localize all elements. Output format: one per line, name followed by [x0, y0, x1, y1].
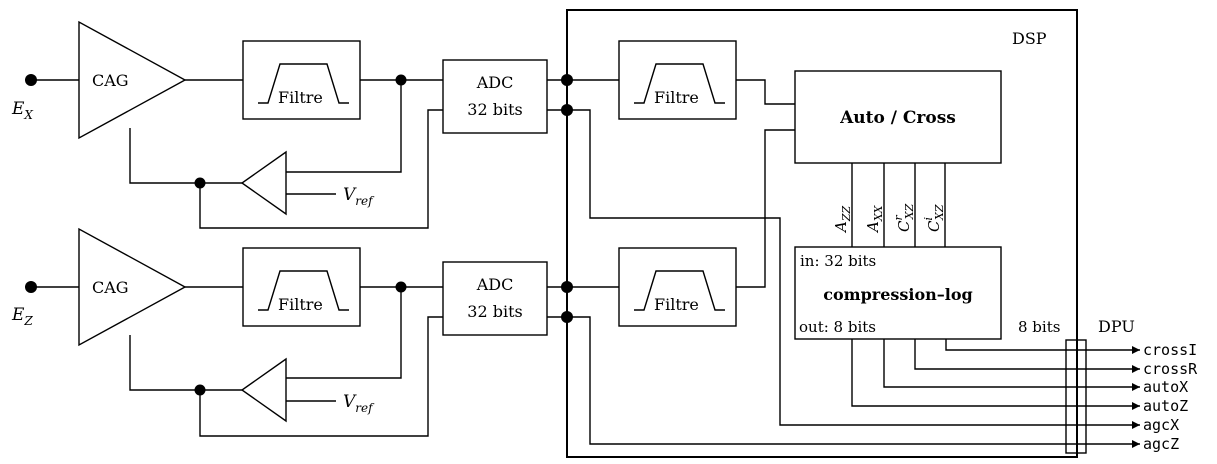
agc-label-x: CAG — [92, 71, 129, 90]
adc-label-x: ADC — [476, 73, 514, 92]
signal-crossI — [945, 339, 1140, 354]
channel-label-axx: AXX — [864, 204, 885, 234]
filter-box-x — [242, 40, 361, 120]
agc-label-z: CAG — [92, 278, 129, 297]
signal-agcX — [567, 109, 1140, 429]
vref-label-z: Vref — [343, 392, 375, 415]
input-label-x: EX — [11, 99, 33, 122]
channel-label-ci-xz: CiXZ — [922, 204, 946, 232]
dsp-filter-box-x — [618, 40, 737, 120]
channel-label-cr-xz: CrXZ — [892, 203, 916, 232]
signal-autoX — [883, 339, 1140, 391]
filter-icon — [634, 63, 725, 104]
channel-x: EX CAG Filtre ADC 32 bits Vref — [11, 20, 619, 229]
input-terminal-x — [25, 74, 37, 86]
compression-in-label: in: 32 bits — [800, 252, 876, 270]
input-terminal-z — [25, 281, 37, 293]
compression-block — [794, 246, 1002, 340]
signal-agcZ — [567, 316, 1140, 448]
dsp-filter-label-z: Filtre — [654, 295, 699, 314]
output-label-crossR: crossR — [1143, 360, 1198, 378]
channel-label-azz: AZZ — [832, 206, 853, 234]
compression-title: compression–log — [823, 285, 972, 304]
vref-label-x: Vref — [343, 185, 375, 208]
adc-bits-x: 32 bits — [467, 100, 522, 119]
filter-icon — [258, 63, 349, 104]
output-label-crossI: crossI — [1143, 341, 1197, 359]
signal-crossR — [914, 339, 1140, 373]
dpu-connector — [1065, 339, 1087, 454]
auto-cross-block — [794, 70, 1002, 164]
filter-icon — [634, 270, 725, 311]
filter-box-z — [242, 247, 361, 327]
adc-box-z — [442, 261, 548, 336]
filter-label-x: Filtre — [278, 88, 323, 107]
adc-box-x — [442, 59, 548, 134]
agc-amplifier-z — [78, 227, 187, 347]
dsp-title: DSP — [1012, 29, 1047, 48]
input-label-z: EZ — [11, 305, 33, 328]
output-label-autoX: autoX — [1143, 378, 1188, 396]
filter-label-z: Filtre — [278, 295, 323, 314]
bus-width-label: 8 bits — [1018, 318, 1060, 336]
channel-z: EZ CAG Filtre ADC 32 bits Vref — [11, 227, 619, 437]
dsp-boundary — [566, 9, 1078, 458]
agc-amplifier-x — [78, 20, 187, 140]
filter-icon — [258, 270, 349, 311]
dpu-title: DPU — [1098, 317, 1135, 336]
output-label-agcX: agcX — [1143, 416, 1179, 434]
adc-label-z: ADC — [476, 275, 514, 294]
adc-bits-z: 32 bits — [467, 302, 522, 321]
dsp-filter-box-z — [618, 247, 737, 327]
signal-autoZ — [851, 339, 1140, 410]
output-label-autoZ: autoZ — [1143, 397, 1188, 415]
compression-out-label: out: 8 bits — [799, 318, 876, 336]
auto-cross-label: Auto / Cross — [839, 108, 956, 128]
feedback-amplifier-x — [240, 150, 287, 216]
dsp-filter-label-x: Filtre — [654, 88, 699, 107]
feedback-amplifier-z — [240, 357, 287, 423]
output-label-agcZ: agcZ — [1143, 435, 1179, 453]
